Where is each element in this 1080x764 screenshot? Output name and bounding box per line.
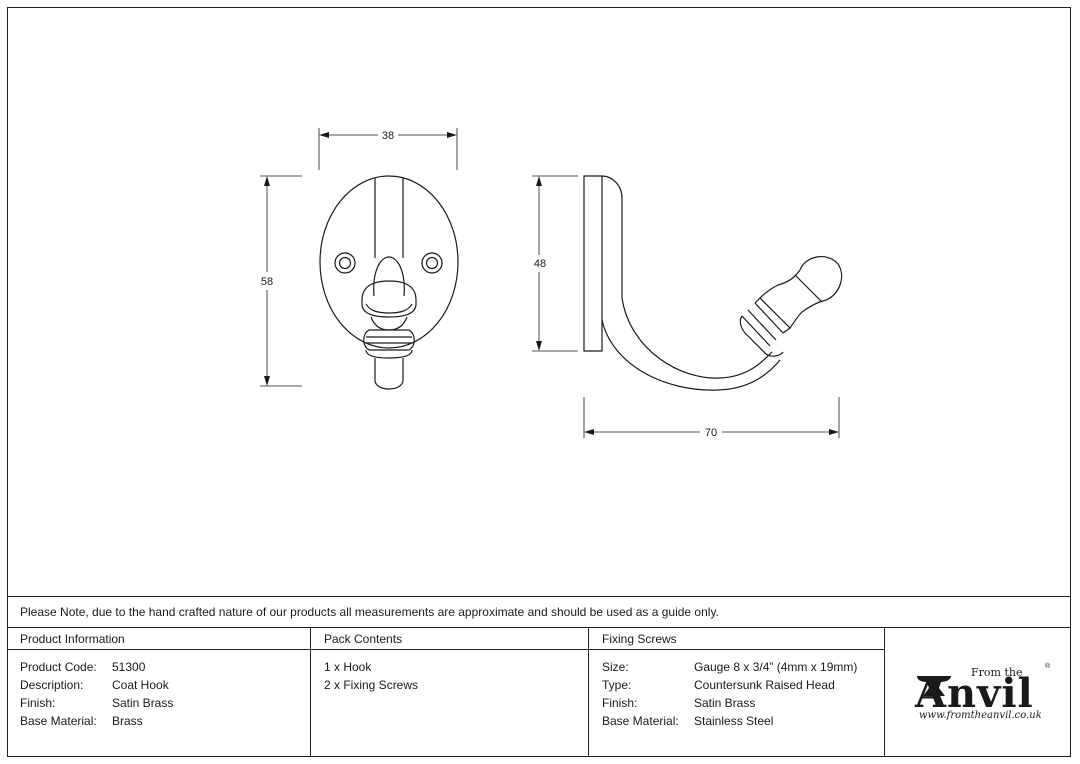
logo-registered: ® (1045, 663, 1051, 670)
dimension-arrows (264, 132, 839, 435)
measurement-note: Please Note, due to the hand crafted nat… (7, 596, 1071, 628)
pack-contents-panel: Pack Contents 1 x Hook 2 x Fixing Screws (311, 628, 589, 756)
finial-knob (799, 256, 843, 301)
product-information-heading: Product Information (7, 628, 310, 650)
list-item: 1 x Hook (324, 660, 372, 674)
product-information-panel: Product Information Product Code:51300 D… (7, 628, 311, 756)
screw-hole-right (421, 252, 443, 274)
fixing-screws-heading: Fixing Screws (589, 628, 884, 650)
back-plate-outline (319, 175, 459, 349)
dimension-label-height: 58 (261, 276, 273, 288)
anvil-icon (917, 676, 951, 696)
info-row: Type:Countersunk Raised Head (602, 678, 835, 692)
logo-wordmark: Anvil (915, 670, 1034, 717)
list-item: 2 x Fixing Screws (324, 678, 419, 692)
dimension-label-side-height: 48 (534, 258, 546, 270)
front-view (319, 175, 459, 390)
logo-url: www.fromtheanvil.co.uk (919, 710, 1042, 721)
pack-contents-heading: Pack Contents (311, 628, 588, 650)
drawing-sheet (7, 7, 1071, 757)
info-row: Base Material:Brass (20, 714, 143, 728)
side-back-plate (583, 175, 603, 352)
info-row: Size:Gauge 8 x 3/4” (4mm x 19mm) (602, 660, 858, 674)
fixing-screws-panel: Fixing Screws Size:Gauge 8 x 3/4” (4mm x… (589, 628, 885, 756)
logo-from-the: From the (971, 666, 1023, 679)
technical-drawing: 38 58 48 70 (260, 128, 843, 439)
dimension-label-projection: 70 (705, 427, 717, 439)
from-the-anvil-logo: From the ® Anvil www.fromtheanvil.co.uk (915, 658, 1055, 728)
info-row: Finish:Satin Brass (20, 696, 174, 710)
side-view (583, 175, 843, 391)
screw-hole-left (334, 252, 356, 274)
info-row: Product Code:51300 (20, 660, 146, 674)
dimension-lines (260, 128, 840, 438)
info-table: Product Information Product Code:51300 D… (7, 627, 1071, 757)
logo-panel: From the ® Anvil www.fromtheanvil.co.uk (885, 628, 1071, 756)
hook-front-outline (361, 256, 417, 390)
dimension-label-width: 38 (382, 130, 394, 142)
info-row: Description:Coat Hook (20, 678, 169, 692)
info-row: Base Material:Stainless Steel (602, 714, 774, 728)
info-row: Finish:Satin Brass (602, 696, 756, 710)
